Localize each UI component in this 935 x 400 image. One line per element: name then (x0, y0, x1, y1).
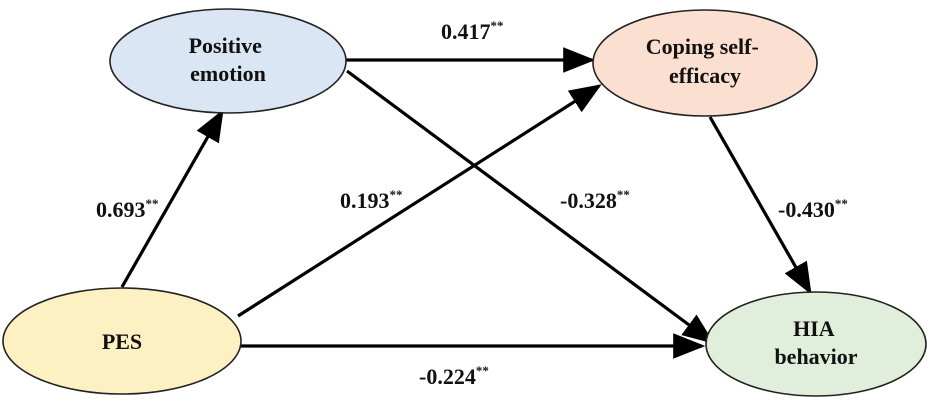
coef-positive-emotion-to-coping-value: 0.417 (441, 19, 491, 44)
node-positive-emotion-line-2: emotion (190, 61, 266, 86)
coef-pes-to-hia-value: -0.224 (419, 364, 476, 389)
node-hia-behavior-line-2: behavior (774, 344, 857, 369)
node-hia-behavior: HIA behavior (705, 291, 927, 397)
coef-coping-to-hia: -0.430** (778, 196, 848, 222)
node-hia-behavior-shape (705, 291, 927, 397)
node-coping-self-efficacy-label: Coping self- efficacy (646, 34, 765, 88)
node-pes: PES (2, 287, 242, 395)
node-coping-self-efficacy: Coping self- efficacy (592, 9, 818, 117)
coef-pes-to-positive-emotion: 0.693** (96, 196, 159, 222)
node-positive-emotion: Positive emotion (109, 8, 347, 114)
node-coping-self-efficacy-line-1: Coping self- (646, 34, 759, 59)
node-positive-emotion-label: Positive emotion (189, 33, 268, 86)
node-positive-emotion-line-1: Positive (189, 33, 263, 58)
coef-pes-to-hia-sig: ** (476, 363, 489, 378)
coef-positive-emotion-to-hia-sig: ** (617, 187, 630, 202)
coef-coping-to-hia-value: -0.430 (778, 197, 835, 222)
node-pes-label: PES (102, 329, 142, 354)
coef-positive-emotion-to-coping-sig: ** (491, 18, 504, 33)
coef-pes-to-coping: 0.193** (340, 187, 403, 213)
edge-pes-to-positive-emotion (120, 109, 224, 288)
coef-pes-to-hia: -0.224** (419, 363, 489, 389)
node-positive-emotion-shape (109, 8, 347, 114)
coef-pes-to-positive-emotion-sig: ** (146, 196, 159, 211)
coef-pes-to-coping-value: 0.193 (340, 188, 390, 213)
coef-coping-to-hia-sig: ** (835, 196, 848, 211)
node-coping-self-efficacy-line-2: efficacy (669, 63, 741, 88)
coef-pes-to-coping-sig: ** (390, 187, 403, 202)
coef-positive-emotion-to-coping: 0.417** (441, 18, 504, 44)
edge-coping-to-hia (708, 116, 812, 295)
node-coping-self-efficacy-shape (592, 9, 818, 117)
edge-positive-emotion-to-hia (346, 69, 715, 344)
node-pes-shape (2, 287, 242, 395)
node-hia-behavior-label: HIA behavior (774, 316, 857, 369)
coef-pes-to-positive-emotion-value: 0.693 (96, 197, 146, 222)
coef-positive-emotion-to-hia-value: -0.328 (560, 188, 617, 213)
node-hia-behavior-line-1: HIA (793, 316, 835, 341)
node-pes-line-1: PES (102, 329, 142, 354)
edge-pes-to-coping (237, 84, 602, 318)
coef-positive-emotion-to-hia: -0.328** (560, 187, 630, 213)
